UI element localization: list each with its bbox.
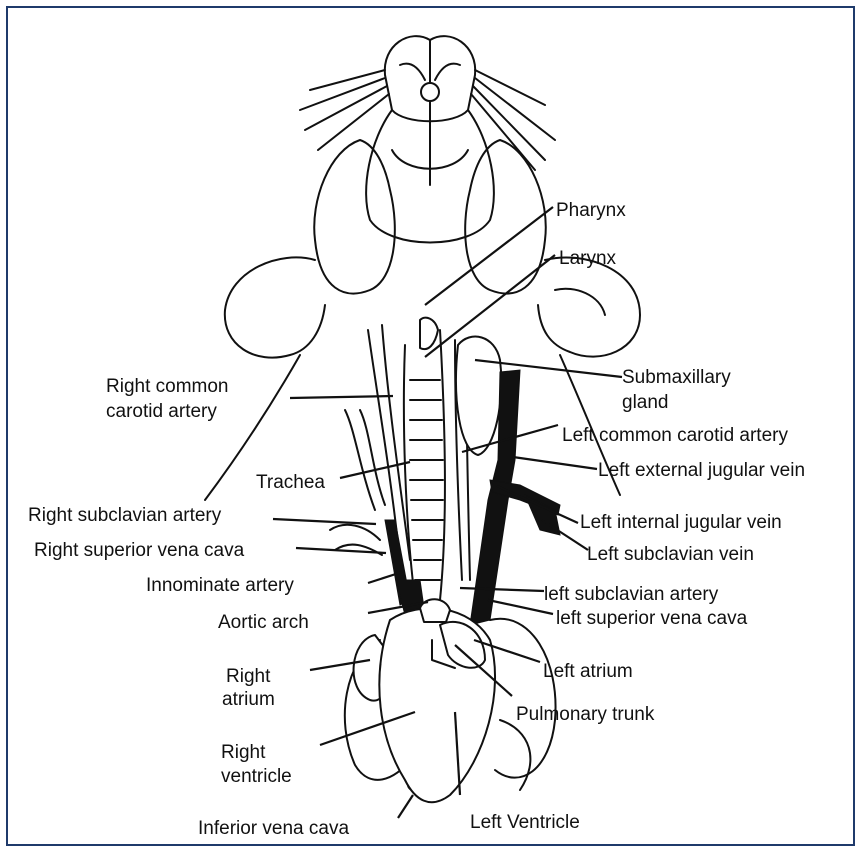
label-left-common-carotid: Left common carotid artery: [562, 425, 788, 446]
label-innominate-artery: Innominate artery: [146, 575, 294, 596]
label-submaxillary-line2: gland: [622, 392, 669, 413]
label-left-ventricle: Left Ventricle: [470, 812, 580, 833]
label-right-common-carotid-line1: Right common: [106, 376, 229, 397]
label-right-atrium-line1: Right: [226, 666, 271, 687]
label-left-internal-jugular: Left internal jugular vein: [580, 512, 782, 533]
label-pharynx: Pharynx: [556, 200, 626, 221]
label-trachea: Trachea: [256, 472, 325, 493]
label-left-subclavian-artery: left subclavian artery: [544, 584, 719, 605]
label-inferior-vena-cava: Inferior vena cava: [198, 818, 349, 836]
label-left-atrium: Left atrium: [543, 661, 633, 682]
label-right-atrium-line2: atrium: [222, 689, 275, 710]
label-left-subclavian-vein: Left subclavian vein: [587, 544, 754, 565]
label-submaxillary-line1: Submaxillary: [622, 367, 731, 388]
label-right-ventricle-line2: ventricle: [221, 766, 292, 787]
label-pulmonary-trunk: Pulmonary trunk: [516, 704, 655, 725]
label-right-superior-vena-cava: Right superior vena cava: [34, 540, 245, 561]
label-right-common-carotid-line2: carotid artery: [106, 401, 217, 422]
label-right-ventricle-line1: Right: [221, 742, 266, 763]
label-right-subclavian-artery: Right subclavian artery: [28, 505, 222, 526]
label-larynx: Larynx: [559, 248, 617, 269]
label-left-external-jugular: Left external jugular vein: [598, 460, 805, 481]
label-aortic-arch: Aortic arch: [218, 612, 309, 633]
heart-drawing: [345, 599, 556, 802]
label-left-superior-vena-cava: left superior vena cava: [556, 608, 748, 629]
